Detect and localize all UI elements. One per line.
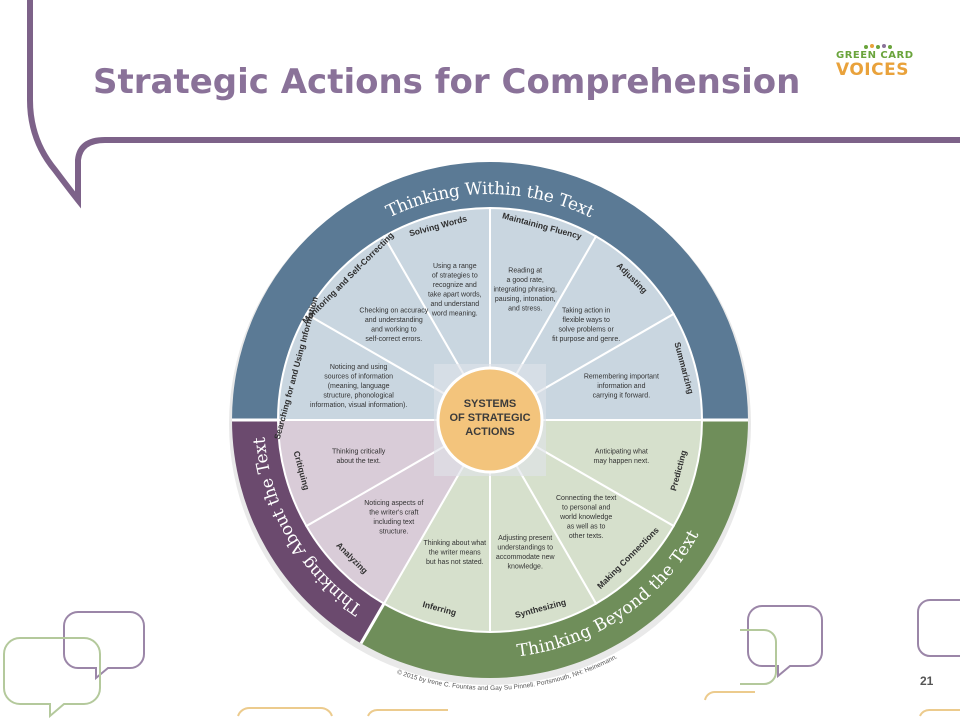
segment-description-line: information and xyxy=(597,383,645,390)
segment-description-line: pausing, intonation, xyxy=(495,296,556,303)
segment-description-line: Taking action in xyxy=(562,308,610,315)
segment-description-line: fit purpose and genre. xyxy=(552,336,620,343)
segment-description-line: integrating phrasing, xyxy=(493,287,556,294)
logo-line-2: VOICES xyxy=(836,60,909,80)
segment-description-line: information, visual information). xyxy=(310,402,407,409)
segment-description-line: knowledge. xyxy=(507,564,542,571)
segment-description-line: may happen next. xyxy=(594,458,650,465)
segment-description-line: and understand xyxy=(430,301,479,308)
logo-line-1: GREEN CARD xyxy=(836,50,914,61)
segment-description-line: of strategies to xyxy=(432,272,478,279)
segment-description-line: flexible ways to xyxy=(562,317,610,324)
segment-description-line: Noticing aspects of xyxy=(364,500,423,507)
segment-description-line: Adjusting present xyxy=(498,535,552,542)
center-label-line: SYSTEMS xyxy=(464,398,517,410)
segment-description-line: Anticipating what xyxy=(595,448,648,455)
logo-dots-icon xyxy=(864,44,892,49)
segment-description-line: and stress. xyxy=(508,306,542,313)
segment-description-line: structure. xyxy=(379,528,408,535)
segment-description-line: recognize and xyxy=(433,282,477,289)
segment-description-line: structure, phonological xyxy=(323,392,394,399)
segment-description-line: Remembering important xyxy=(584,373,659,380)
segment-description-line: about the text. xyxy=(336,458,380,465)
segment-description-line: the writer's craft xyxy=(369,509,418,516)
segment-description-line: but has not stated. xyxy=(426,559,484,566)
segment-description-line: take apart words, xyxy=(428,291,482,298)
segment-description-line: including text xyxy=(373,519,414,526)
bottom-bubbles xyxy=(3,599,960,719)
page-number: 21 xyxy=(920,674,934,688)
segment-description-line: (meaning, language xyxy=(328,383,390,390)
outer-ring-band xyxy=(232,162,748,420)
segment-description-line: to personal and xyxy=(562,505,610,512)
segment-description-line: Reading at xyxy=(508,268,542,275)
segment-description-line: carrying it forward. xyxy=(593,392,651,399)
segment-description-line: Using a range xyxy=(433,263,477,270)
segment-description-line: Thinking about what xyxy=(423,540,486,547)
segment-description-line: Connecting the text xyxy=(556,495,616,502)
segment-description-line: self-correct errors. xyxy=(365,336,422,343)
outer-ring-band xyxy=(361,420,748,679)
ring-divider xyxy=(359,602,386,645)
segment-description-line: Checking on accuracy xyxy=(359,308,428,315)
center-label-line: OF STRATEGIC xyxy=(449,412,530,424)
segment-description-line: world knowledge xyxy=(559,514,612,521)
segment-description-line: Thinking critically xyxy=(332,448,386,455)
segment-description-line: as well as to xyxy=(567,524,606,531)
slide-title: Strategic Actions for Comprehension xyxy=(93,62,801,102)
segment-description-line: other texts. xyxy=(569,533,604,540)
center-label-line: ACTIONS xyxy=(465,426,515,438)
center-circle xyxy=(436,366,544,474)
segment-description-line: solve problems or xyxy=(559,327,615,334)
segment-description-line: Noticing and using xyxy=(330,364,388,371)
green-card-voices-logo: GREEN CARD VOICES xyxy=(832,42,914,82)
segment-description-line: understandings to xyxy=(497,545,553,552)
segment-description-line: and working to xyxy=(371,327,417,334)
segment-description-line: accommodate new xyxy=(496,554,556,561)
segment-description-line: the writer means xyxy=(429,549,481,556)
segment-description-line: sources of information xyxy=(324,373,393,380)
segment-description-line: a good rate, xyxy=(507,277,544,284)
segment-description-line: word meaning. xyxy=(431,310,478,317)
segment-description-line: and understanding xyxy=(365,317,423,324)
outer-ring-band xyxy=(232,420,384,644)
frame-line xyxy=(27,0,960,209)
